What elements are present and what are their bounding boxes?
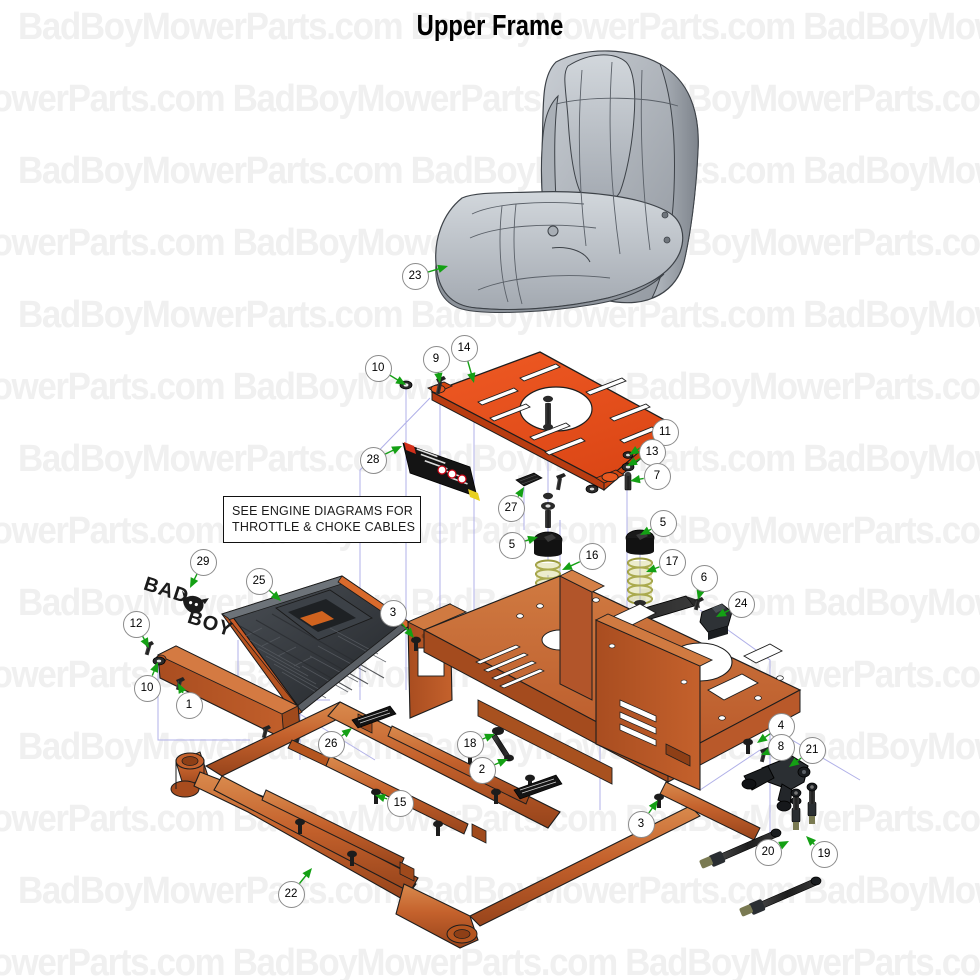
callout-2[interactable]: 2 xyxy=(468,756,496,784)
callout-6[interactable]: 6 xyxy=(690,564,718,592)
engine-diagram-note: SEE ENGINE DIAGRAMS FOR THROTTLE & CHOKE… xyxy=(223,496,421,543)
callout-8[interactable]: 8 xyxy=(767,733,795,761)
callout-arrowheads xyxy=(140,264,817,879)
callout-16[interactable]: 16 xyxy=(578,542,606,570)
pivot-bracket-part xyxy=(741,755,811,812)
callout-23[interactable]: 23 xyxy=(401,262,429,290)
callout-3[interactable]: 3 xyxy=(627,810,655,838)
left-arm-support-part xyxy=(144,641,303,747)
plate-fasteners xyxy=(399,376,635,528)
callout-14[interactable]: 14 xyxy=(450,334,478,362)
note-line-2: THROTTLE & CHOKE CABLES xyxy=(232,520,416,534)
callout-5[interactable]: 5 xyxy=(649,509,677,537)
callout-13[interactable]: 13 xyxy=(638,438,666,466)
callout-19[interactable]: 19 xyxy=(810,840,838,868)
callout-18[interactable]: 18 xyxy=(456,730,484,758)
callout-12[interactable]: 12 xyxy=(122,610,150,638)
callout-17[interactable]: 17 xyxy=(658,548,686,576)
callout-26[interactable]: 26 xyxy=(317,730,345,758)
clamp-block-part xyxy=(693,597,733,640)
callout-5[interactable]: 5 xyxy=(498,531,526,559)
warning-decal-part xyxy=(402,442,480,501)
callout-24[interactable]: 24 xyxy=(727,590,755,618)
seat-springs xyxy=(533,529,655,608)
callout-15[interactable]: 15 xyxy=(386,789,414,817)
link-hardware xyxy=(411,636,664,808)
note-line-1: SEE ENGINE DIAGRAMS FOR xyxy=(232,504,414,518)
callout-1[interactable]: 1 xyxy=(175,691,203,719)
callout-22[interactable]: 22 xyxy=(277,880,305,908)
callout-28[interactable]: 28 xyxy=(359,446,387,474)
callout-7[interactable]: 7 xyxy=(643,462,671,490)
foot-plate-part xyxy=(221,575,413,717)
callout-9[interactable]: 9 xyxy=(422,345,450,373)
callout-21[interactable]: 21 xyxy=(798,736,826,764)
callout-27[interactable]: 27 xyxy=(497,494,525,522)
bad-boy-logo-decal: BAD BOY xyxy=(141,573,236,641)
callout-20[interactable]: 20 xyxy=(754,838,782,866)
callout-25[interactable]: 25 xyxy=(245,567,273,595)
rod-linkages xyxy=(699,782,822,917)
page-title: Upper Frame xyxy=(416,10,564,42)
seat-part xyxy=(435,50,699,313)
small-decals xyxy=(351,705,563,800)
seat-plate-part xyxy=(426,351,674,492)
rear-upright-panel xyxy=(594,613,714,791)
callout-3[interactable]: 3 xyxy=(379,599,407,627)
callout-10[interactable]: 10 xyxy=(133,674,161,702)
callout-10[interactable]: 10 xyxy=(364,354,392,382)
callout-29[interactable]: 29 xyxy=(189,548,217,576)
